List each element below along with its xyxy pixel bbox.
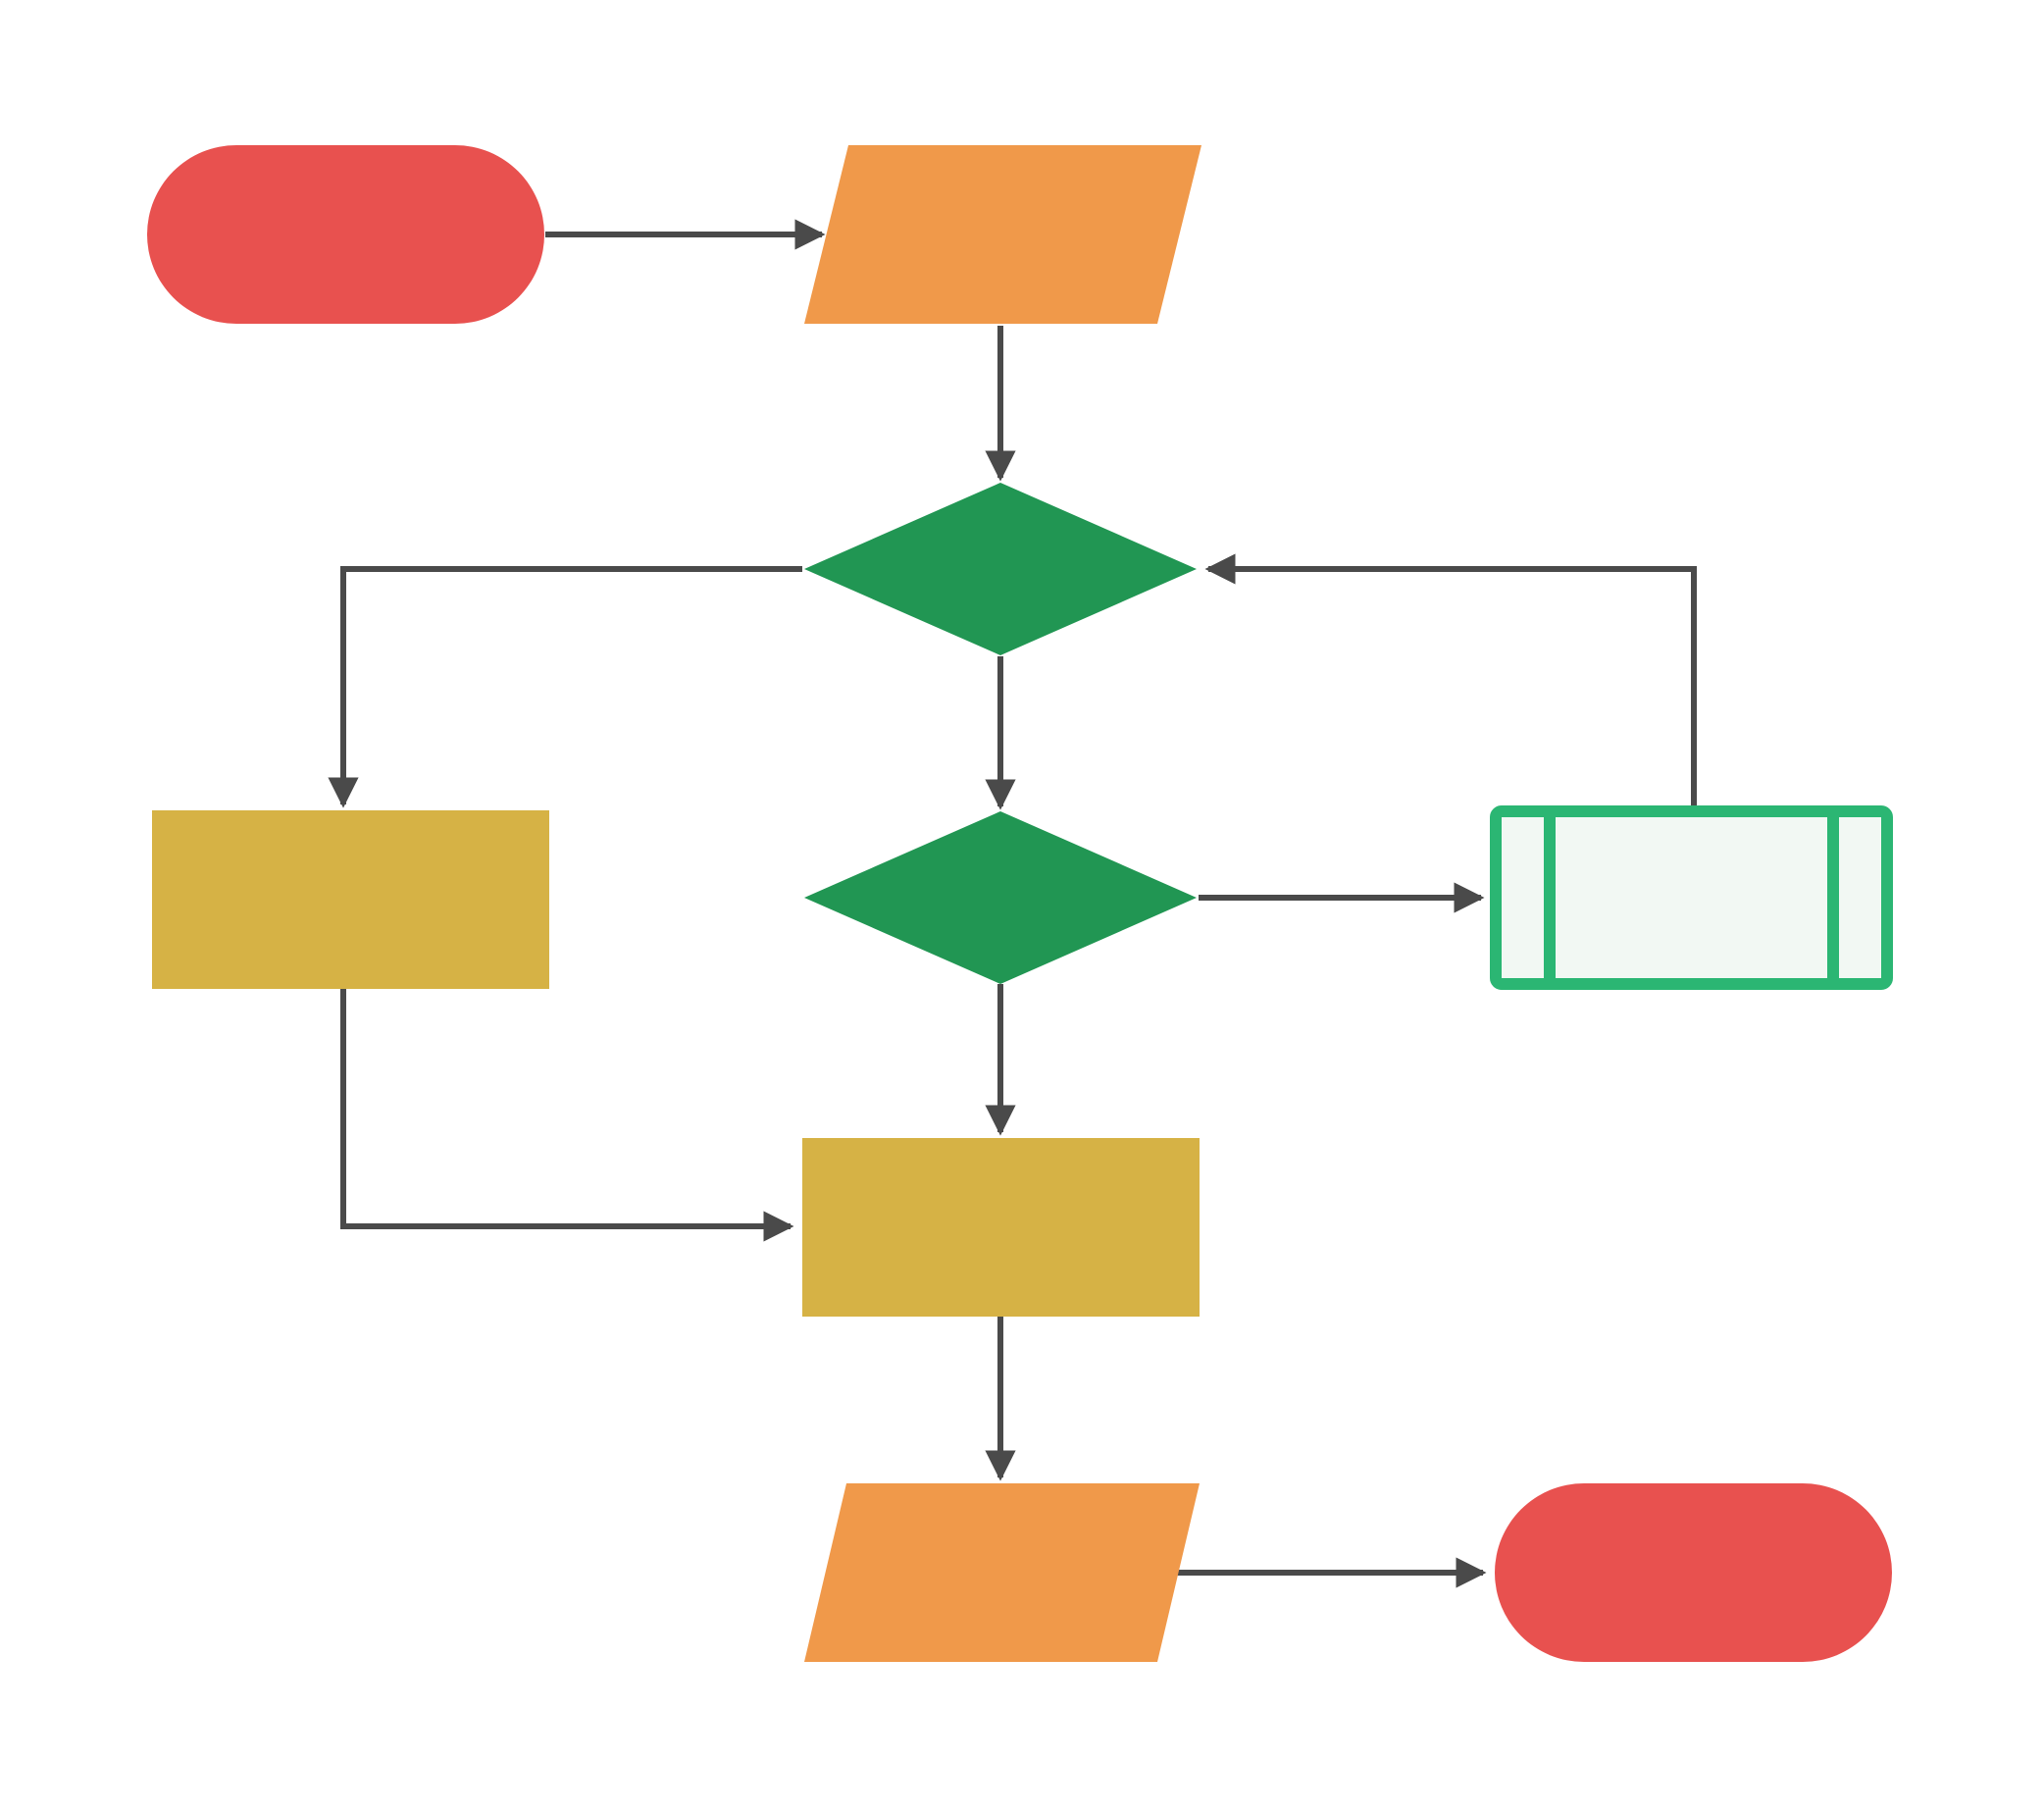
edge-process-left-to-process-center: [340, 989, 794, 1242]
node-output-data-parallelogram[interactable]: [804, 1483, 1200, 1662]
process-left-shape[interactable]: [152, 810, 549, 989]
output-data-shape[interactable]: [804, 1483, 1200, 1662]
node-process-left-rectangle[interactable]: [152, 810, 549, 989]
process-center-shape[interactable]: [802, 1138, 1200, 1317]
nodes-layer: [147, 145, 1893, 1662]
node-decision-2-diamond[interactable]: [804, 811, 1197, 984]
input-data-shape[interactable]: [804, 145, 1201, 324]
node-subroutine-right[interactable]: [1490, 805, 1893, 990]
node-decision-1-diamond[interactable]: [804, 483, 1197, 655]
start-terminator-shape[interactable]: [147, 145, 544, 324]
decision-1-shape[interactable]: [804, 483, 1197, 655]
decision-2-shape[interactable]: [804, 811, 1197, 984]
end-terminator-shape[interactable]: [1495, 1483, 1892, 1662]
node-input-data-parallelogram[interactable]: [804, 145, 1201, 324]
edge-decision1-to-process-left: [328, 566, 802, 808]
subroutine-right-shape[interactable]: [1490, 805, 1893, 990]
node-start-terminator[interactable]: [147, 145, 544, 324]
edge-subroutine-to-decision1: [1204, 553, 1697, 808]
node-end-terminator[interactable]: [1495, 1483, 1892, 1662]
node-process-center-rectangle[interactable]: [802, 1138, 1200, 1317]
connectors-layer: [328, 219, 1697, 1588]
